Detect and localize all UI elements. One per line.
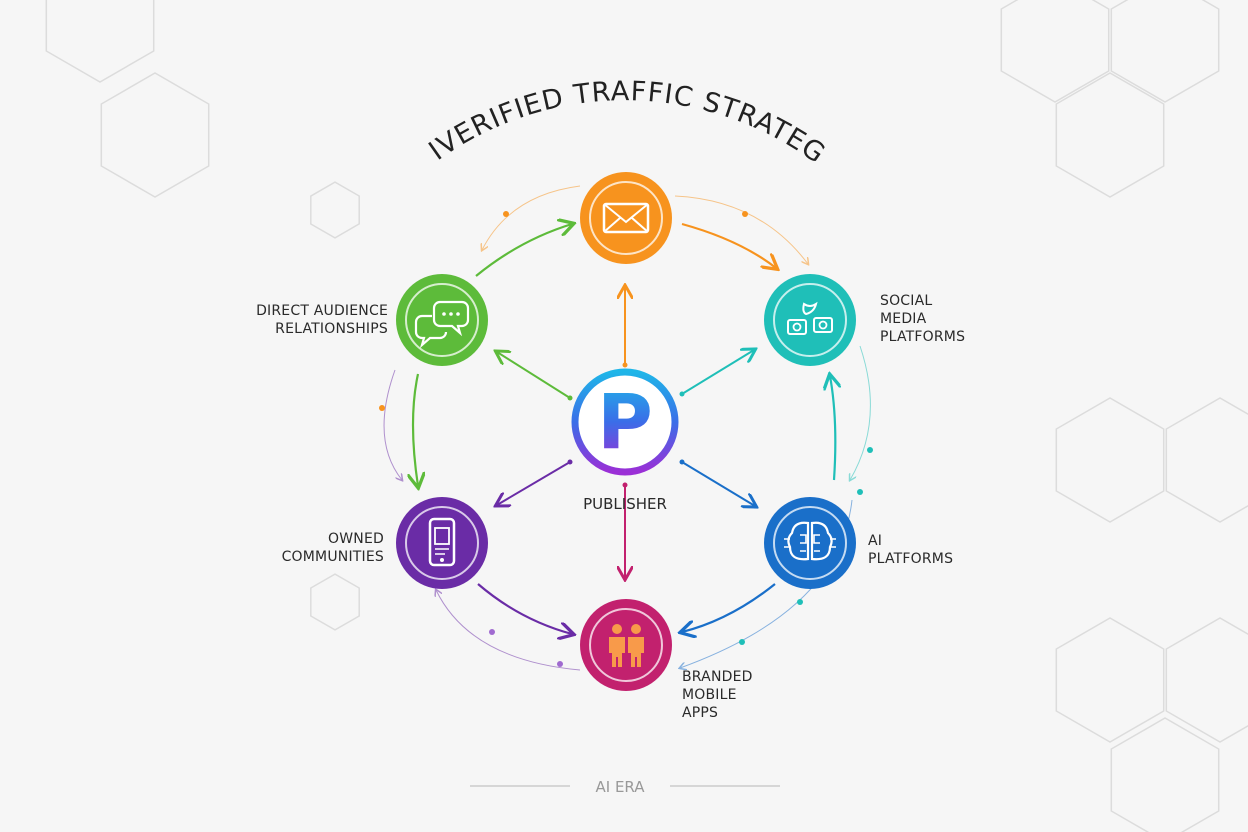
ring-dot [857,489,863,495]
hexagon-decoration [310,181,360,239]
diagram-title: DIVERIFIED TRAFFIC STRATEGY [0,0,830,169]
node-email [580,172,672,264]
publisher-node: P [571,368,679,476]
node-ai [764,497,856,589]
faint-arc [674,195,808,264]
publisher-circle [571,368,679,476]
node-apps [580,599,672,691]
hexagon-decoration [1055,617,1165,743]
node-label-line: OWNED [328,531,384,547]
publisher-p-icon: P [597,377,653,466]
publisher-label: PUBLISHER [583,495,667,513]
ring-dot [503,211,509,217]
node-label-line: MOBILE [682,687,737,703]
ring-dot [739,639,745,645]
envelope-icon [602,202,650,234]
spoke-dot [567,459,573,465]
ring-arrow [830,376,835,481]
node-label-line: BRANDED [682,669,753,685]
ring-dot [742,211,748,217]
ring-arrow [475,224,572,277]
footer: AI ERA [470,778,780,796]
node-label-line: PLATFORMS [868,551,954,567]
ring-arrow [477,583,572,634]
hexagon-decoration [45,0,155,83]
hexagon-decoration [1110,717,1220,832]
node-label-owned: OWNED COMMUNITIES [280,530,384,566]
node-label-ai: AI PLATFORMS [868,532,953,568]
spoke-arrow-direct [497,352,571,399]
node-label-line: APPS [682,705,719,721]
faint-arc [482,185,581,250]
spoke-arrow-ai [681,461,755,506]
node-label-apps: BRANDED MOBILE APPS [682,668,753,722]
faint-arc [383,369,402,480]
spoke-dot [622,362,628,368]
hexagon-decoration [1110,0,1220,103]
hexagon-decoration [310,573,360,631]
spoke-dot [567,395,573,401]
ring-arrow [413,373,418,486]
faint-arc [850,345,871,480]
node-label-direct: DIRECT AUDIENCE RELATIONSHIPS [254,302,388,338]
ring-dot [797,599,803,605]
ring-dot [379,405,385,411]
ai-brain-icon [784,521,836,561]
node-label-line: PLATFORMS [880,329,966,345]
footer-label: AI ERA [595,778,645,796]
node-inner-ring [773,283,847,357]
node-label-line: SOCIAL [880,293,933,309]
node-circle [580,172,672,264]
people-icon [609,624,644,667]
ring-arrow [682,583,776,632]
node-circle [764,497,856,589]
spoke-arrow-owned [497,461,571,505]
ring-dot [867,447,873,453]
node-label-line: COMMUNITIES [281,549,384,565]
mobile-phone-icon [428,517,456,567]
chat-bubbles-icon [414,300,470,349]
node-inner-ring [589,181,663,255]
hexagon-decoration [1055,397,1165,523]
hexagon-decoration [1055,72,1165,198]
node-circle [764,274,856,366]
faint-arc [436,590,581,671]
node-inner-ring [405,506,479,580]
spoke-dot [679,459,685,465]
hexagon-decoration [100,72,210,198]
node-label-social: SOCIAL MEDIA PLATFORMS [880,292,965,346]
spoke-dot [679,391,685,397]
hexagon-decoration [1000,0,1110,103]
node-label-line: MEDIA [880,311,927,327]
node-social [764,274,856,366]
node-direct [396,274,488,366]
hexagon-decoration [1165,617,1248,743]
ring-dot [489,629,495,635]
social-media-icon [787,301,833,335]
node-inner-ring [405,283,479,357]
node-owned [396,497,488,589]
node-circle [580,599,672,691]
node-circle [396,274,488,366]
spoke-arrow-social [681,350,754,395]
node-circle [396,497,488,589]
hexagon-decoration [1165,397,1248,523]
node-inner-ring [773,506,847,580]
node-label-line: DIRECT AUDIENCE [256,303,388,319]
node-label-line: RELATIONSHIPS [275,321,388,337]
ring-arrow [681,222,776,268]
connection-arrows [379,185,873,671]
ring-dot [557,661,563,667]
node-label-line: AI [868,533,883,549]
node-inner-ring [589,608,663,682]
spoke-dot [622,482,628,488]
